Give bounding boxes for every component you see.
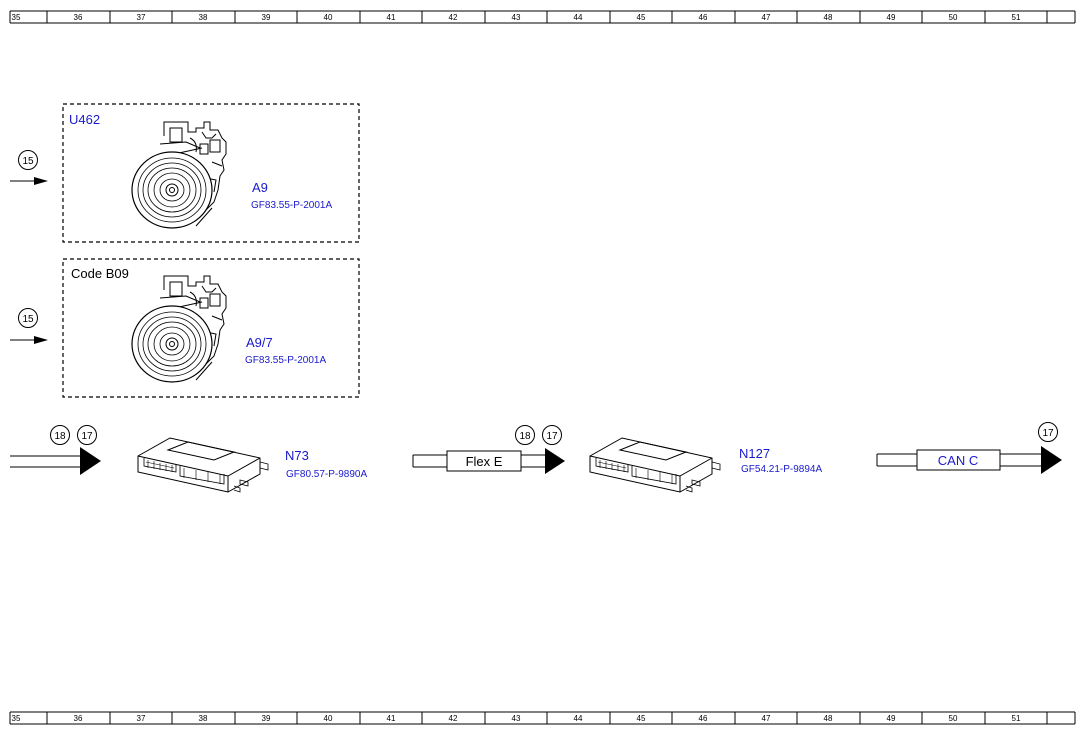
connection-number: 15 [22, 314, 34, 325]
connection-number: 18 [519, 431, 531, 442]
bus-label: CAN C [938, 453, 978, 468]
ruler-tick: 42 [449, 13, 458, 22]
ruler-tick: 38 [199, 13, 208, 22]
ruler-tick: 50 [949, 13, 958, 22]
ruler-tick: 38 [199, 714, 208, 723]
ruler-tick: 48 [824, 714, 833, 723]
ruler-tick: 41 [387, 714, 396, 723]
component-ref-link[interactable]: GF83.55-P-2001A [251, 200, 332, 211]
control-unit-n127[interactable]: N127 GF54.21-P-9894A [589, 437, 822, 493]
connection-arrow-15[interactable]: 15 [10, 150, 48, 186]
ruler-tick: 46 [699, 13, 708, 22]
top-ruler: 35 36 37 38 39 40 41 42 43 44 45 46 47 4… [9, 10, 1076, 24]
ruler-tick: 36 [74, 13, 83, 22]
ruler-tick: 47 [762, 714, 771, 723]
ruler-tick: 49 [887, 714, 896, 723]
ac-compressor-icon[interactable] [131, 275, 227, 383]
ruler-tick: 37 [137, 714, 146, 723]
ruler-tick: 35 [12, 13, 21, 22]
ruler-tick: 39 [262, 13, 271, 22]
ruler-tick: 48 [824, 13, 833, 22]
component-ref-link[interactable]: GF54.21-P-9894A [741, 464, 822, 475]
ruler-tick: 50 [949, 714, 958, 723]
component-ref-link[interactable]: GF80.57-P-9890A [286, 469, 367, 480]
ruler-tick: 37 [137, 13, 146, 22]
ruler-tick: 42 [449, 714, 458, 723]
connection-arrow-15[interactable]: 15 [10, 308, 48, 345]
connection-number: 15 [22, 156, 34, 167]
ruler-tick: 40 [324, 13, 333, 22]
ruler-tick: 44 [574, 13, 583, 22]
connection-number: 18 [54, 431, 66, 442]
variant-box-label: U462 [69, 112, 100, 127]
component-code[interactable]: N73 [285, 448, 309, 463]
component-code[interactable]: N127 [739, 446, 770, 461]
ruler-tick: 43 [512, 714, 521, 723]
ruler-tick: 43 [512, 13, 521, 22]
ruler-tick: 45 [637, 13, 646, 22]
ruler-tick: 35 [12, 714, 21, 723]
ac-compressor-icon[interactable] [131, 121, 227, 229]
component-code[interactable]: A9 [252, 180, 268, 195]
ruler-tick: 41 [387, 13, 396, 22]
control-unit-n73[interactable]: N73 GF80.57-P-9890A [137, 437, 367, 493]
ruler-tick: 36 [74, 714, 83, 723]
ruler-tick: 47 [762, 13, 771, 22]
bus-can-c[interactable]: CAN C 17 [876, 422, 1062, 475]
component-ref-link[interactable]: GF83.55-P-2001A [245, 355, 326, 366]
connection-number: 17 [1042, 428, 1054, 439]
connection-number: 17 [546, 431, 558, 442]
variant-box-label: Code B09 [71, 266, 129, 281]
component-code[interactable]: A9/7 [246, 335, 273, 350]
ruler-tick: 39 [262, 714, 271, 723]
bottom-ruler: 35 36 37 38 39 40 41 42 43 44 45 46 47 4… [9, 711, 1076, 725]
bus-label: Flex E [466, 454, 503, 469]
ruler-tick: 46 [699, 714, 708, 723]
variant-box-u462[interactable]: U462 A9 GF83.55-P-2001A [62, 103, 360, 243]
control-unit-icon[interactable] [589, 437, 721, 493]
ruler-tick: 40 [324, 714, 333, 723]
bus-flex-e[interactable]: Flex E 18 17 [412, 425, 565, 475]
ruler-tick: 45 [637, 714, 646, 723]
ruler-tick: 51 [1012, 714, 1021, 723]
connection-number: 17 [81, 431, 93, 442]
control-unit-icon[interactable] [137, 437, 269, 493]
variant-box-code-b09[interactable]: Code B09 A9/7 GF83.55-P-2001A [62, 258, 360, 398]
ruler-tick: 51 [1012, 13, 1021, 22]
ruler-tick: 49 [887, 13, 896, 22]
ruler-tick: 44 [574, 714, 583, 723]
incoming-bus-arrow[interactable]: 18 17 [10, 425, 101, 476]
